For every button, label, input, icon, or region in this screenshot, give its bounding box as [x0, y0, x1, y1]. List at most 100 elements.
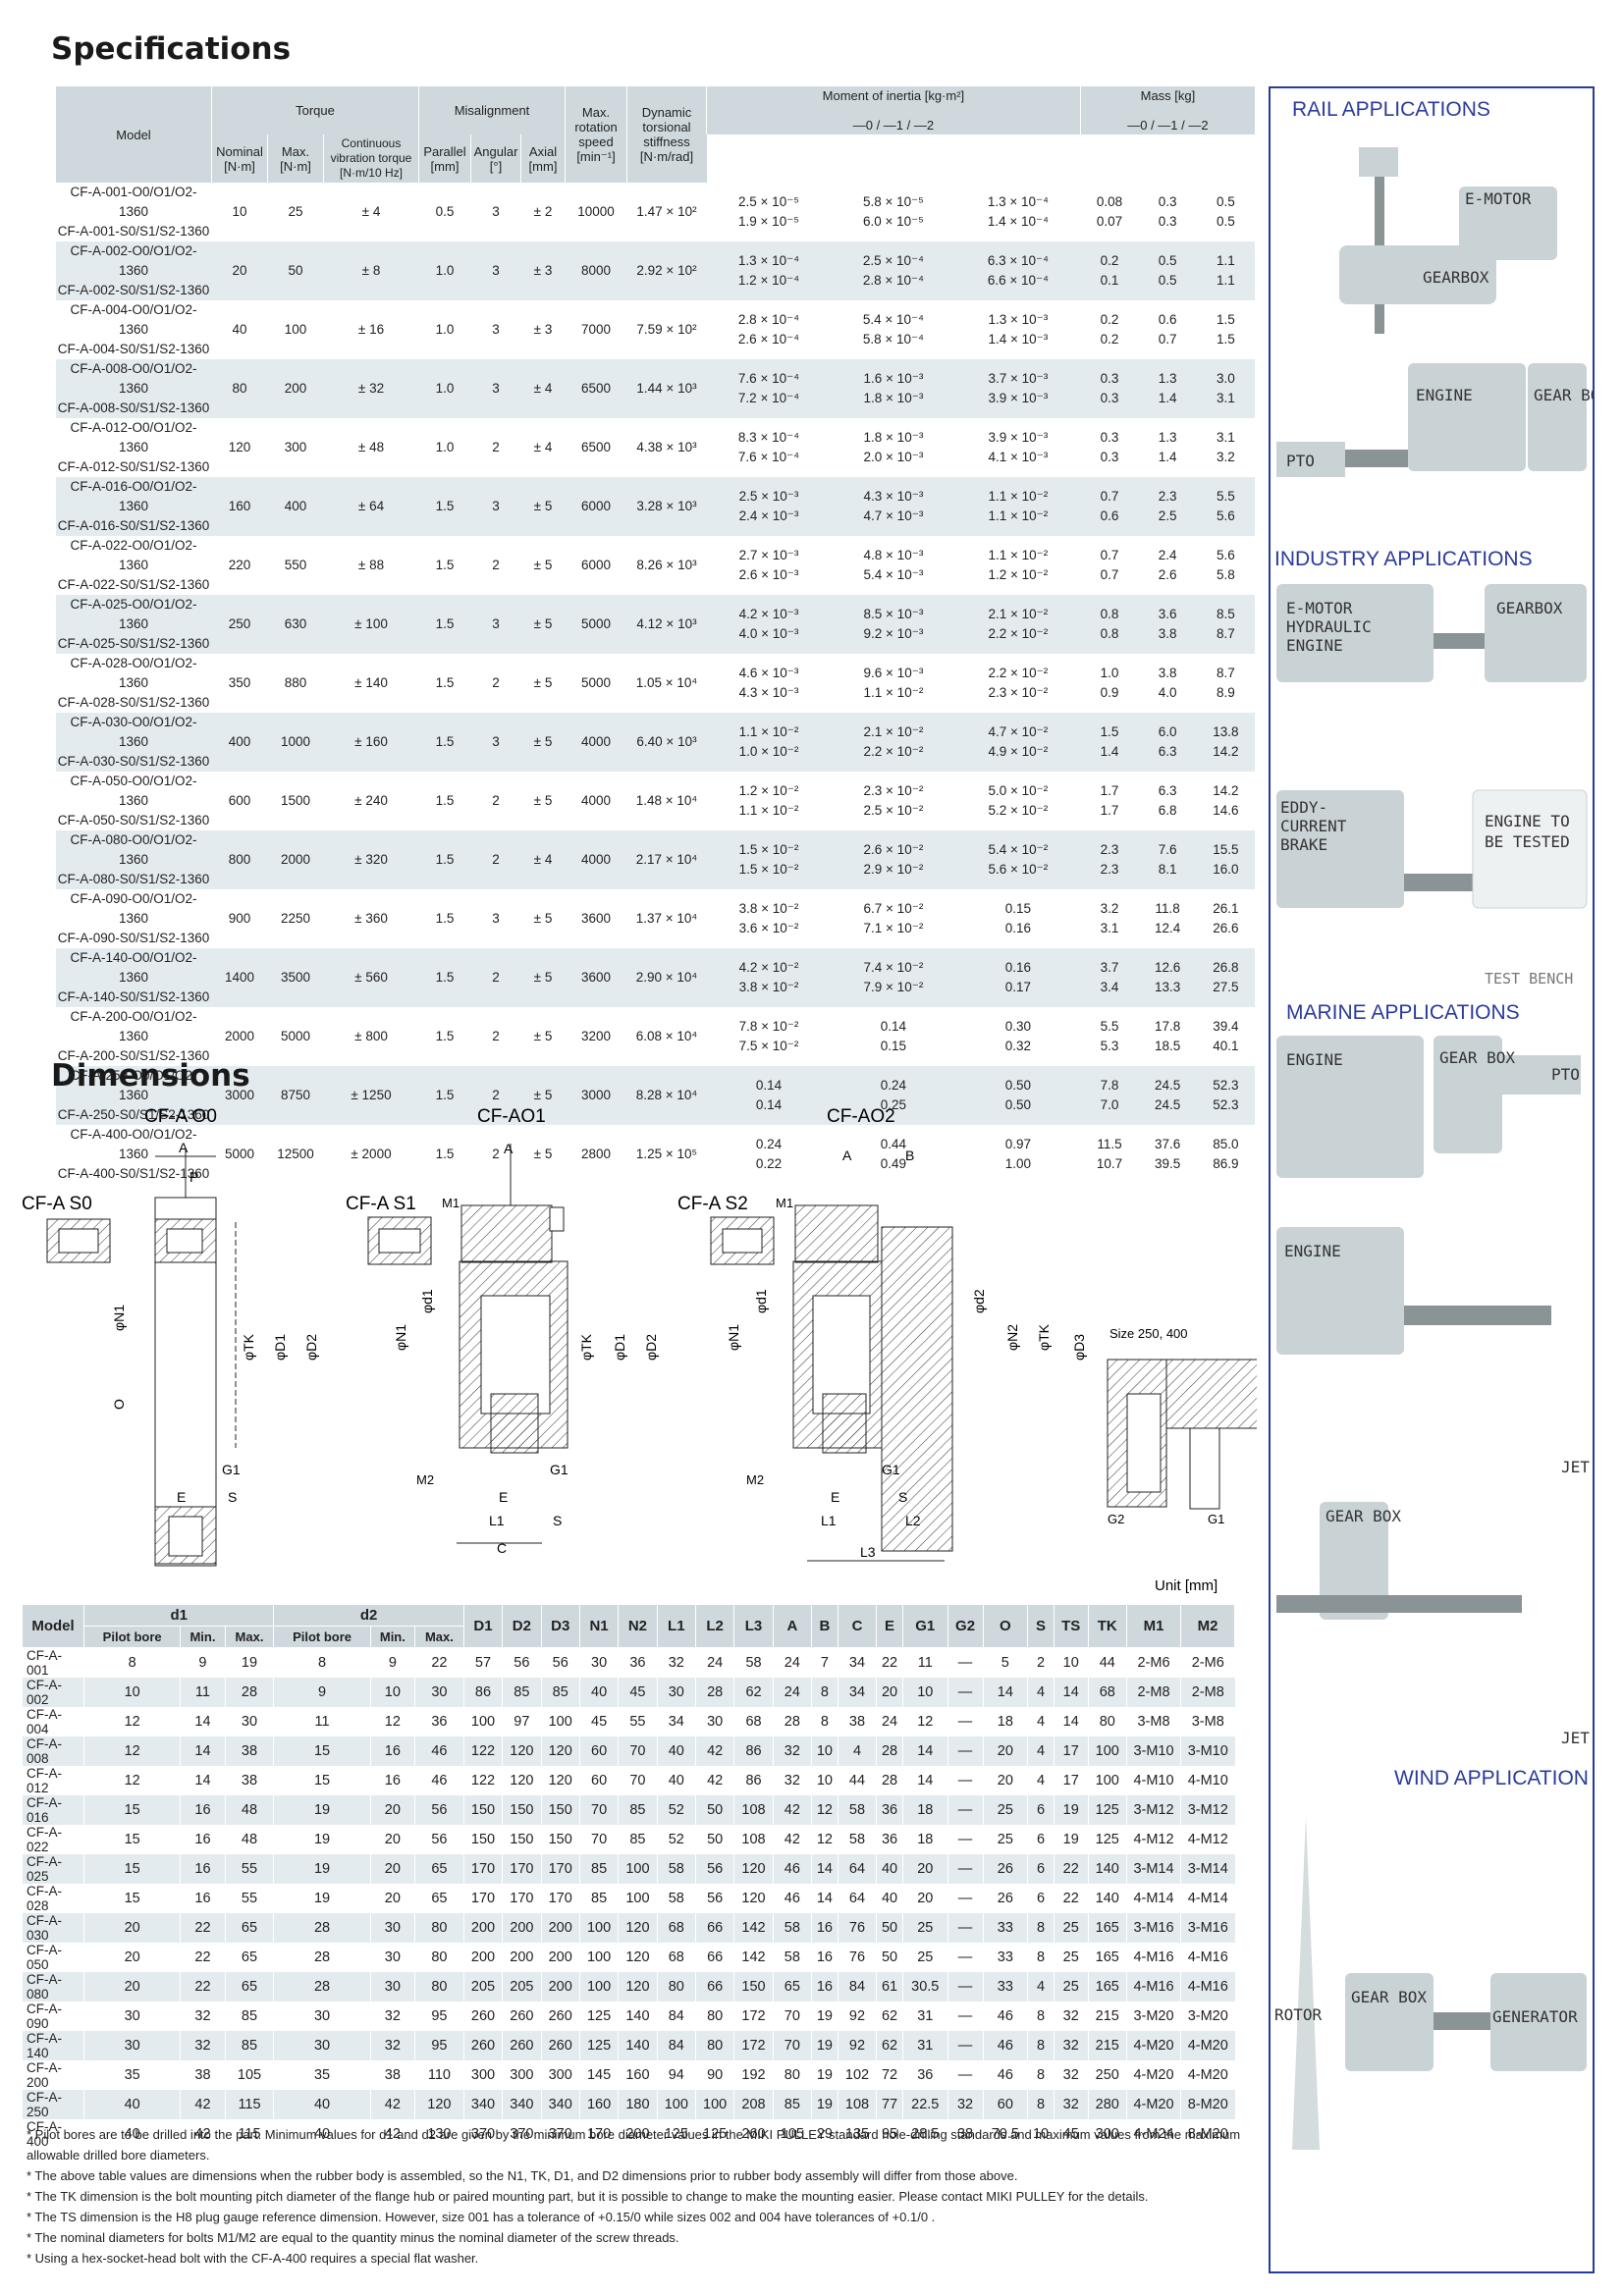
spec-cell: 2: [470, 1066, 521, 1125]
dim-cell: 97: [502, 1707, 542, 1736]
dim-cell: 18: [901, 1795, 948, 1825]
spec-value: 1.37 × 10⁴: [635, 911, 698, 926]
th-parallel: Parallel [mm]: [418, 134, 471, 183]
dim-cell: 19: [811, 2031, 839, 2060]
spec-value: 1.05 × 10⁴: [635, 675, 698, 690]
spec-value: 1.4: [1158, 391, 1177, 405]
dim-model-cell: CF-A-002: [22, 1678, 84, 1707]
dim-cell: 33: [982, 1943, 1028, 1972]
dim-cell: 19: [1053, 1795, 1089, 1825]
spec-cell: 2: [471, 418, 521, 477]
spec-value: 2800: [580, 1147, 612, 1161]
dim-cell: 55: [224, 1854, 274, 1884]
spec-cell: 1.0: [419, 300, 471, 359]
spec-value: 11.5: [1097, 1137, 1122, 1151]
dim-cell: 260: [502, 2031, 542, 2060]
drawing-s1: [367, 1216, 432, 1265]
dim-cell: 40: [82, 2119, 181, 2149]
spec-value: ± 160: [354, 734, 388, 749]
dim-p-o0: P: [189, 1169, 198, 1185]
dim-cell: 10: [82, 1678, 181, 1707]
dim-cell: 19: [811, 2002, 839, 2031]
dim-cell: 95: [414, 2002, 464, 2031]
dim-d2-o1: φD2: [643, 1334, 659, 1361]
spec-value: 2: [492, 558, 500, 572]
spec-cell: 1.5: [418, 948, 471, 1007]
spec-cell: ± 800: [324, 1007, 419, 1066]
dim-cell: 56: [414, 1795, 464, 1825]
dim-cell: 19: [273, 1854, 371, 1884]
spec-value: 7.8 × 10⁻²: [738, 1019, 799, 1034]
dim-cell: 205: [462, 1972, 503, 2002]
spec-value: 1.5: [435, 558, 455, 572]
model-s: CF-A-050-S0/S1/S2-1360: [57, 813, 210, 828]
spec-value: 0.16: [1004, 921, 1032, 935]
spec-cell: 4.12 × 10³: [626, 595, 707, 654]
spec-value: 2.5 × 10⁻⁴: [862, 253, 924, 268]
dim-cell: 22: [414, 1647, 464, 1678]
dim-cell: 300: [462, 2060, 503, 2090]
spec-cell: 1.5: [418, 1066, 471, 1125]
spec-value: 26.6: [1213, 921, 1239, 935]
model-s: CF-A-250-S0/S1/S2-1360: [57, 1107, 210, 1122]
dim-cell: 65: [414, 1854, 464, 1884]
spec-cell: 120: [212, 418, 268, 477]
footnote: * The nominal diameters for bolts M1/M2 …: [27, 2230, 679, 2245]
spec-cell: 600: [212, 772, 268, 830]
th-inertia-label: Moment of inertia [kg·m²]: [822, 88, 965, 103]
spec-value: 1.1 × 10⁻²: [863, 685, 924, 700]
spec-cell: ± 4: [520, 359, 566, 418]
dim-cell: 28: [273, 1943, 371, 1972]
spec-value: ± 88: [357, 558, 385, 572]
dim-l1-o1: L1: [489, 1513, 505, 1528]
spec-cell: 3: [471, 889, 521, 948]
dim-cell: 38: [180, 2060, 226, 2090]
industry-emotor-label: E-MOTOR: [1286, 599, 1353, 617]
spec-value: 6.6 × 10⁻⁴: [987, 273, 1049, 288]
dim-a-o0: A: [179, 1140, 189, 1155]
spec-cell: 400: [267, 477, 324, 536]
dim-cell: 4-M10: [1126, 1766, 1181, 1795]
spec-value: 0.24: [880, 1078, 907, 1093]
spec-cell: ± 320: [323, 830, 419, 889]
spec-value: ± 5: [533, 558, 553, 572]
spec-cell: 80: [211, 359, 268, 418]
spec-value: 2.2 × 10⁻²: [863, 744, 924, 759]
spec-cell: ± 4: [521, 418, 566, 477]
dim-cell: 3-M10: [1180, 1736, 1235, 1766]
spec-value: 0.15: [880, 1039, 907, 1053]
dim-cell: 170: [540, 1854, 580, 1884]
dth-col: D1: [462, 1604, 504, 1648]
model-o: CF-A-090-O0/O1/O2-1360: [70, 891, 197, 926]
spec-cell: 1.5: [418, 830, 471, 889]
marine-pto-label: PTO: [1551, 1065, 1580, 1084]
dim-cell: 300: [502, 2060, 542, 2090]
model-s: CF-A-022-S0/S1/S2-1360: [57, 577, 210, 592]
spec-value: ± 5: [533, 1147, 553, 1161]
model-o: CF-A-140-O0/O1/O2-1360: [70, 950, 197, 985]
label-cf-a-s2: CF-A S2: [677, 1194, 748, 1214]
dim-cell: 7: [811, 1647, 839, 1678]
dim-cell: 40: [876, 1884, 903, 1913]
dim-cell: 108: [733, 1795, 774, 1825]
dim-cell: 100: [578, 1943, 619, 1972]
spec-value: 3: [492, 911, 500, 926]
dim-cell: 12: [82, 1736, 181, 1766]
dim-cell: 140: [1087, 1854, 1127, 1884]
dim-cell: 58: [733, 1647, 774, 1678]
